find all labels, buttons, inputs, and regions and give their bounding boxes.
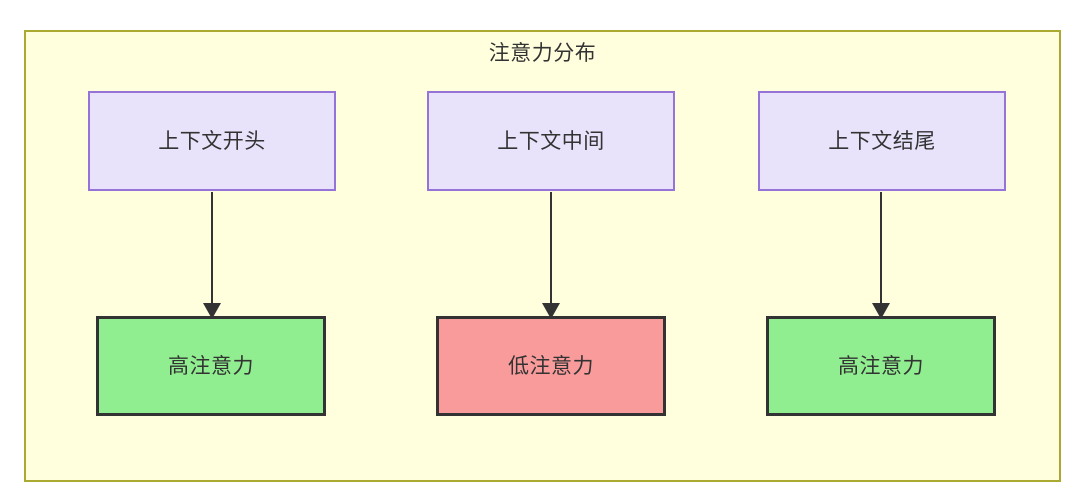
- node-context-middle[interactable]: 上下文中间: [427, 91, 675, 191]
- node-context-end[interactable]: 上下文结尾: [758, 91, 1006, 191]
- node-attention-high-end[interactable]: 高注意力: [766, 316, 996, 416]
- node-attention-low-middle[interactable]: 低注意力: [436, 316, 666, 416]
- subgraph-title: 注意力分布: [488, 42, 597, 65]
- node-context-start[interactable]: 上下文开头: [88, 91, 336, 191]
- node-attention-high-start[interactable]: 高注意力: [96, 316, 326, 416]
